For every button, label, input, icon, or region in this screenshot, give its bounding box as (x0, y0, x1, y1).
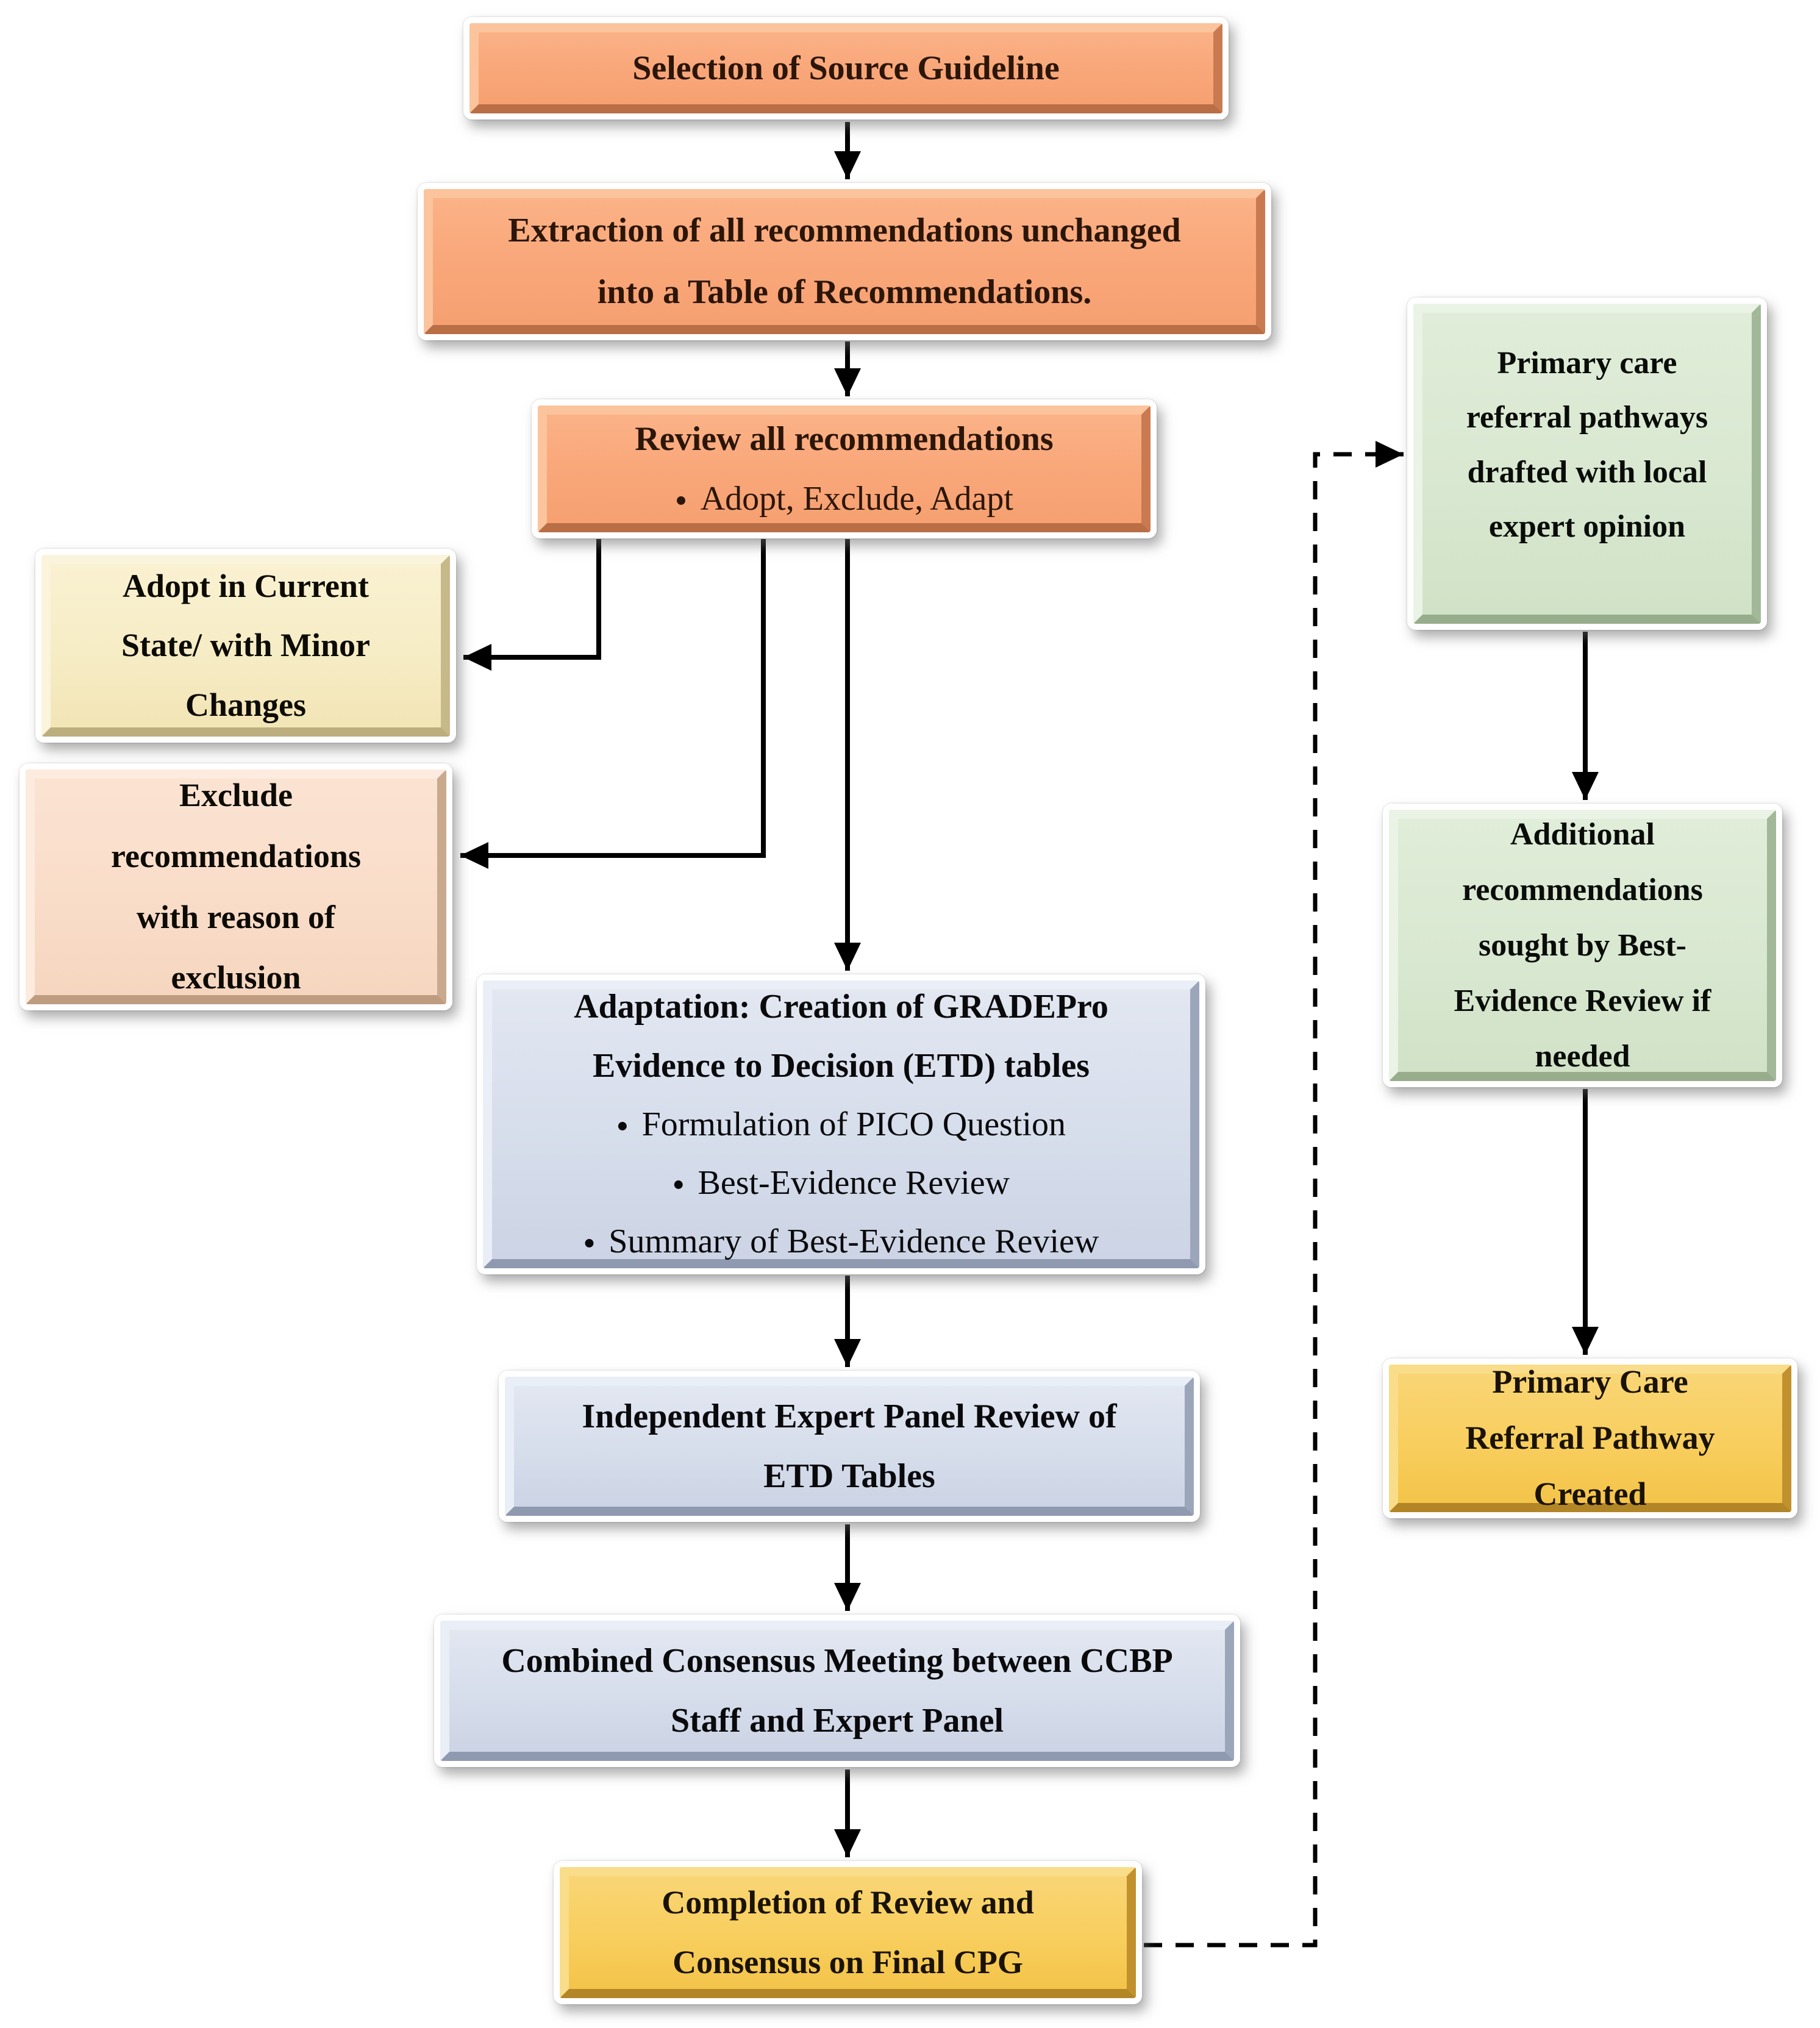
bullet-line: ● Best-Evidence Review (673, 1154, 1010, 1212)
node-label: Additional (1510, 817, 1655, 852)
bullet-icon: ● (675, 488, 687, 511)
node-combined-consensus-meeting: Combined Consensus Meeting between CCBP … (434, 1615, 1240, 1767)
node-review-all-recommendations: Review all recommendations ● Adopt, Excl… (532, 399, 1157, 538)
node-label: Evidence Review if (1454, 984, 1711, 1018)
node-label: sought by Best- (1479, 928, 1686, 963)
bullet-icon: ● (616, 1114, 629, 1137)
node-label: Primary Care (1492, 1363, 1688, 1401)
node-adopt-in-current-state: Adopt in Current State/ with Minor Chang… (35, 549, 456, 743)
node-label: Completion of Review and (662, 1884, 1034, 1921)
node-label: Extraction of all recommendations unchan… (508, 212, 1181, 250)
node-label: into a Table of Recommendations. (597, 273, 1092, 311)
bullet-text: Formulation of PICO Question (641, 1105, 1066, 1143)
node-label: referral pathways (1466, 400, 1708, 435)
node-selection-of-source-guideline: Selection of Source Guideline (463, 17, 1229, 120)
node-label: exclusion (171, 959, 301, 996)
node-adaptation-etd-tables: Adaptation: Creation of GRADEPro Evidenc… (477, 974, 1205, 1274)
node-label: Primary care (1497, 346, 1677, 380)
node-label: Referral Pathway (1465, 1419, 1715, 1457)
node-label: needed (1535, 1039, 1630, 1074)
node-label: Changes (185, 686, 307, 723)
node-label: Adopt in Current (122, 568, 369, 605)
node-primary-care-referral-pathways-drafted: Primary care referral pathways drafted w… (1407, 298, 1767, 630)
bullet-text: Adopt, Exclude, Adapt (700, 480, 1013, 518)
node-title: Review all recommendations (635, 420, 1054, 458)
node-primary-care-referral-pathway-created: Primary Care Referral Pathway Created (1383, 1359, 1797, 1518)
node-additional-recommendations-sought: Additional recommendations sought by Bes… (1383, 804, 1782, 1087)
node-label: recommendations (1462, 873, 1703, 907)
node-label: Consensus on Final CPG (673, 1943, 1023, 1980)
node-label: State/ with Minor (121, 627, 370, 664)
node-label: Staff and Expert Panel (671, 1702, 1004, 1740)
node-label: expert opinion (1488, 509, 1686, 544)
arrow-review-to-adopt (463, 539, 601, 671)
bullet-line: ● Summary of Best-Evidence Review (583, 1212, 1099, 1271)
node-label: Created (1533, 1475, 1647, 1512)
node-label: ETD Tables (763, 1457, 935, 1495)
bullet-icon: ● (672, 1173, 685, 1196)
node-title: Adaptation: Creation of GRADEPro (574, 988, 1108, 1026)
bullet-text: Best-Evidence Review (698, 1164, 1010, 1202)
node-label: Combined Consensus Meeting between CCBP (501, 1642, 1173, 1680)
node-label: with reason of (136, 898, 335, 935)
bullet-line: ● Formulation of PICO Question (616, 1095, 1066, 1154)
node-label: Exclude (179, 776, 293, 813)
node-label: drafted with local (1467, 454, 1707, 490)
node-title: Evidence to Decision (ETD) tables (592, 1046, 1090, 1085)
bullet-text: Summary of Best-Evidence Review (608, 1223, 1099, 1261)
node-label: recommendations (111, 837, 361, 874)
node-independent-expert-panel-review: Independent Expert Panel Review of ETD T… (499, 1371, 1200, 1522)
arrow-review-to-exclude (460, 539, 766, 869)
node-label: Selection of Source Guideline (632, 49, 1060, 87)
node-exclude-recommendations: Exclude recommendations with reason of e… (20, 763, 452, 1010)
node-completion-of-review-final-cpg: Completion of Review and Consensus on Fi… (554, 1861, 1142, 2004)
bullet-line: ● Adopt, Exclude, Adapt (675, 469, 1013, 529)
node-label: Independent Expert Panel Review of (582, 1398, 1117, 1435)
bullet-icon: ● (583, 1232, 596, 1254)
node-extraction-of-recommendations: Extraction of all recommendations unchan… (418, 183, 1271, 340)
